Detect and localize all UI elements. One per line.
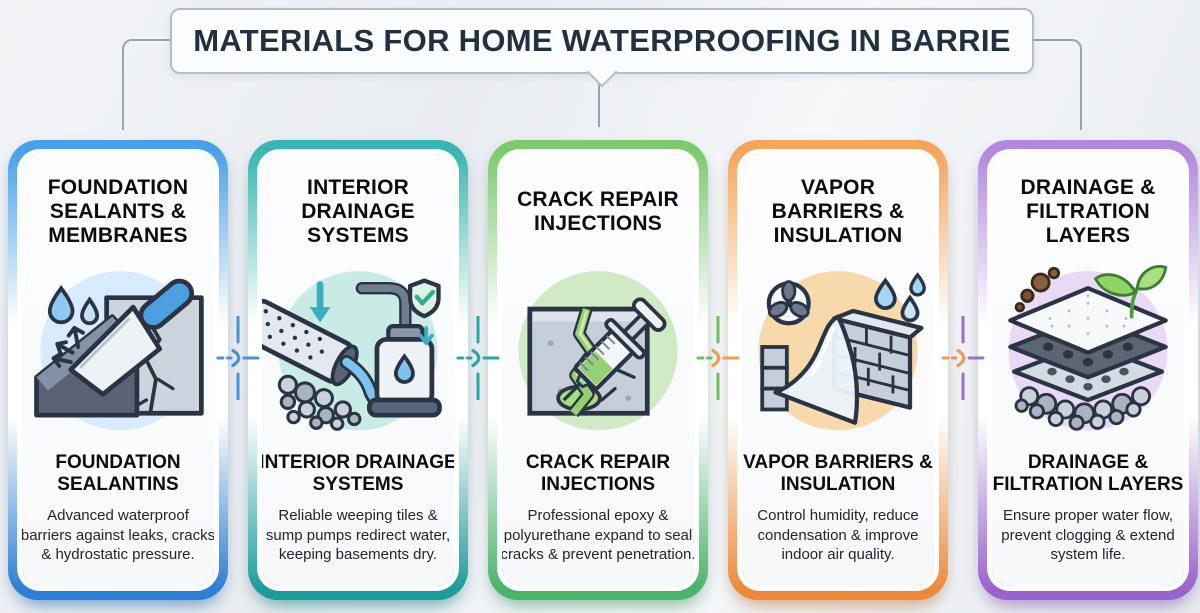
title-connector-left [122,39,172,130]
card-heading: DRAINAGE & FILTRATION LAYERS [1020,176,1156,247]
page-title: MATERIALS FOR HOME WATERPROOFING IN BARR… [193,23,1011,58]
card-interior-drainage: INTERIOR DRAINAGE SYSTEMS [248,140,468,600]
card-crack-repair: CRACK REPAIR INJECTIONS [488,140,708,600]
flow-arrow-1-icon [216,316,260,400]
flow-arrow-3-icon [696,316,740,400]
card-foundation-sealants: FOUNDATION SEALANTS & MEMBRANES [8,140,228,600]
card-heading: VAPOR BARRIERS & INSULATION [771,176,905,247]
card-heading: FOUNDATION SEALANTS & MEMBRANES [47,176,189,247]
card-subheading: DRAINAGE & FILTRATION LAYERS [992,451,1184,495]
vapor-barrier-wall-icon [742,256,934,436]
filtration-layers-icon [992,256,1184,436]
card-description: Professional epoxy & polyurethane expand… [502,507,694,563]
epoxy-injection-syringe-icon [502,256,694,436]
card-subheading: FOUNDATION SEALANTINS [55,451,181,495]
title-connector-right [1030,39,1082,130]
title-banner: MATERIALS FOR HOME WATERPROOFING IN BARR… [170,8,1034,88]
weeping-tile-sump-pump-icon [262,256,454,436]
title-connector-stem [598,83,600,127]
card-subheading: VAPOR BARRIERS & INSULATION [743,451,933,495]
card-description: Advanced waterproof barriers against lea… [22,507,214,563]
card-heading: INTERIOR DRAINAGE SYSTEMS [301,176,415,247]
card-drainage-filtration: DRAINAGE & FILTRATION LAYERS [978,140,1198,600]
card-description: Ensure proper water flow, prevent cloggi… [1001,507,1175,563]
card-subheading: INTERIOR DRAINAGE SYSTEMS [262,451,454,495]
card-description: Reliable weeping tiles & sump pumps redi… [265,507,451,563]
card-vapor-barriers: VAPOR BARRIERS & INSULATION [728,140,948,600]
trowel-sealing-cracked-wall-icon [22,256,214,436]
title-tail [586,56,618,88]
card-subheading: CRACK REPAIR INJECTIONS [525,451,671,495]
flow-arrow-4-icon [941,316,985,400]
card-heading: CRACK REPAIR INJECTIONS [517,188,679,235]
flow-arrow-2-icon [456,316,500,400]
card-description: Control humidity, reduce condensation & … [757,507,919,563]
